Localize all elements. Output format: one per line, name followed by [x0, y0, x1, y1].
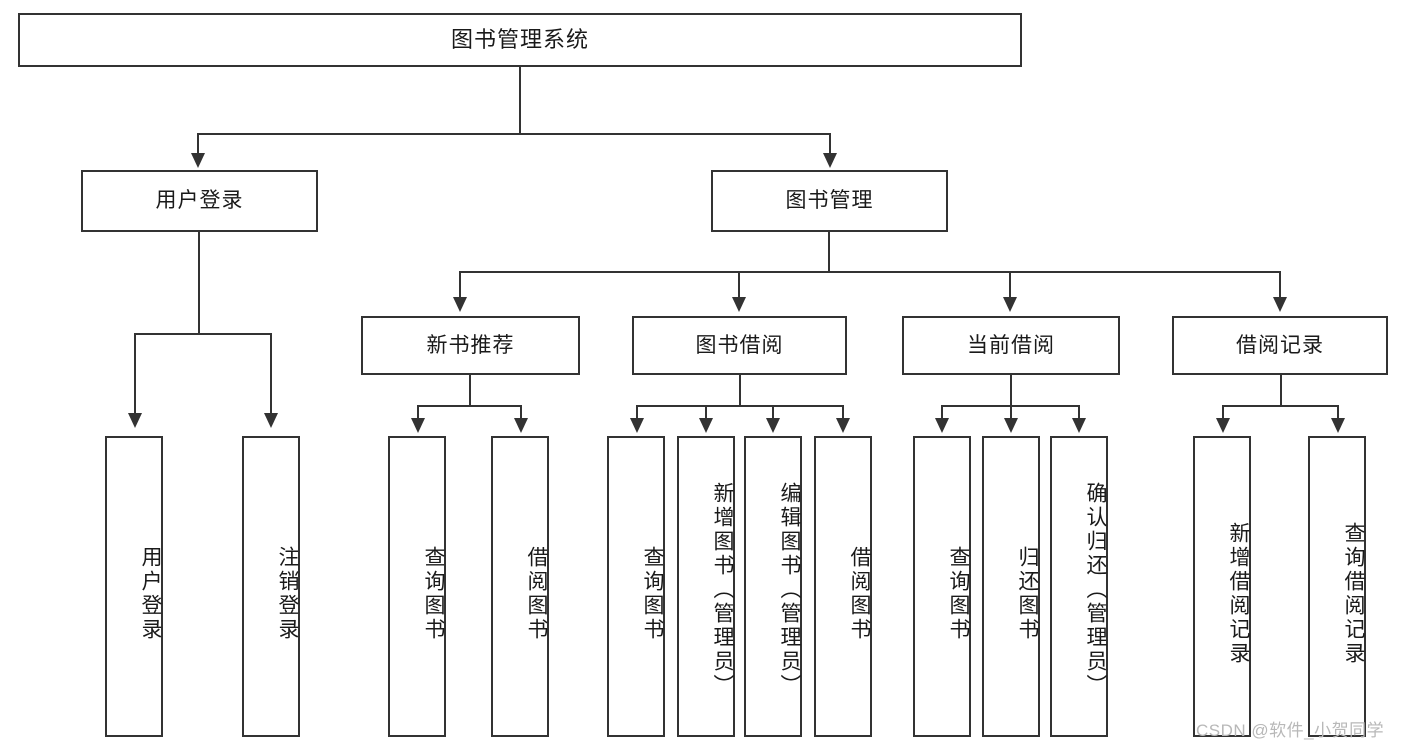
connector-br-bar: [1222, 405, 1339, 407]
node-book-borrow[interactable]: 图书借阅: [632, 316, 847, 375]
connector-user-login-right-drop: [270, 333, 272, 415]
arrow-to-new-book-recommend: [453, 297, 467, 312]
arrow-to-leaf-borrow-book-2: [836, 418, 850, 433]
connector-l3-drop-3: [1009, 271, 1011, 299]
arrow-to-leaf-query-book-2: [630, 418, 644, 433]
leaf-confirm-return[interactable]: 确认归还（管理员）: [1050, 436, 1108, 737]
arrow-to-leaf-add-record: [1216, 418, 1230, 433]
leaf-borrow-book-2[interactable]: 借阅图书: [814, 436, 872, 737]
connector-user-login-stem: [198, 232, 200, 333]
arrow-to-leaf-user-login: [128, 413, 142, 428]
connector-nbr-bar: [417, 405, 522, 407]
leaf-query-book-2[interactable]: 查询图书: [607, 436, 665, 737]
arrow-to-leaf-add-book: [699, 418, 713, 433]
leaf-query-book-1[interactable]: 查询图书: [388, 436, 446, 737]
leaf-add-book[interactable]: 新增图书（管理员）: [677, 436, 735, 737]
arrow-to-borrow-record: [1273, 297, 1287, 312]
connector-cb-drop-3: [1078, 405, 1080, 419]
arrow-to-leaf-query-book-3: [935, 418, 949, 433]
arrow-to-leaf-query-record: [1331, 418, 1345, 433]
arrow-to-leaf-query-book-1: [411, 418, 425, 433]
connector-bb-stem: [739, 375, 741, 405]
arrow-to-leaf-confirm-return: [1072, 418, 1086, 433]
connector-root-left-drop: [197, 133, 199, 155]
connector-book-manage-stem: [828, 232, 830, 271]
connector-root-right-drop: [829, 133, 831, 155]
connector-bb-bar: [636, 405, 844, 407]
watermark-text: CSDN @软件_小贺同学: [1196, 721, 1385, 740]
node-borrow-record[interactable]: 借阅记录: [1172, 316, 1388, 375]
connector-bb-drop-2: [705, 405, 707, 419]
connector-bb-drop-3: [772, 405, 774, 419]
connector-nbr-drop-2: [520, 405, 522, 419]
arrow-to-leaf-edit-book: [766, 418, 780, 433]
connector-user-login-left-drop: [134, 333, 136, 415]
connector-nbr-drop-1: [417, 405, 419, 419]
arrow-to-leaf-borrow-book-1: [514, 418, 528, 433]
arrow-to-leaf-return-book: [1004, 418, 1018, 433]
connector-cb-drop-2: [1010, 405, 1012, 419]
connector-l3-drop-2: [738, 271, 740, 299]
node-user-login[interactable]: 用户登录: [81, 170, 318, 232]
leaf-user-login[interactable]: 用户登录: [105, 436, 163, 737]
node-new-book-recommend[interactable]: 新书推荐: [361, 316, 580, 375]
leaf-query-book-3[interactable]: 查询图书: [913, 436, 971, 737]
connector-root-bar: [197, 133, 831, 135]
leaf-borrow-book-1[interactable]: 借阅图书: [491, 436, 549, 737]
connector-level3-bar: [459, 271, 1281, 273]
node-root-system[interactable]: 图书管理系统: [18, 13, 1022, 67]
connector-br-drop-1: [1222, 405, 1224, 419]
leaf-add-record[interactable]: 新增借阅记录: [1193, 436, 1251, 737]
connector-bb-drop-1: [636, 405, 638, 419]
connector-cb-drop-1: [941, 405, 943, 419]
leaf-logout-login[interactable]: 注销登录: [242, 436, 300, 737]
arrow-to-leaf-logout-login: [264, 413, 278, 428]
connector-br-stem: [1280, 375, 1282, 405]
arrow-to-current-borrow: [1003, 297, 1017, 312]
node-current-borrow[interactable]: 当前借阅: [902, 316, 1120, 375]
arrow-to-user-login: [191, 153, 205, 168]
connector-user-login-bar: [134, 333, 272, 335]
connector-cb-stem: [1010, 375, 1012, 405]
connector-l3-drop-4: [1279, 271, 1281, 299]
leaf-query-record[interactable]: 查询借阅记录: [1308, 436, 1366, 737]
connector-nbr-stem: [469, 375, 471, 405]
connector-br-drop-2: [1337, 405, 1339, 419]
leaf-edit-book[interactable]: 编辑图书（管理员）: [744, 436, 802, 737]
connector-root-stem: [519, 67, 521, 133]
connector-bb-drop-4: [842, 405, 844, 419]
arrow-to-book-borrow: [732, 297, 746, 312]
node-book-manage[interactable]: 图书管理: [711, 170, 948, 232]
connector-l3-drop-1: [459, 271, 461, 299]
leaf-return-book[interactable]: 归还图书: [982, 436, 1040, 737]
arrow-to-book-manage: [823, 153, 837, 168]
